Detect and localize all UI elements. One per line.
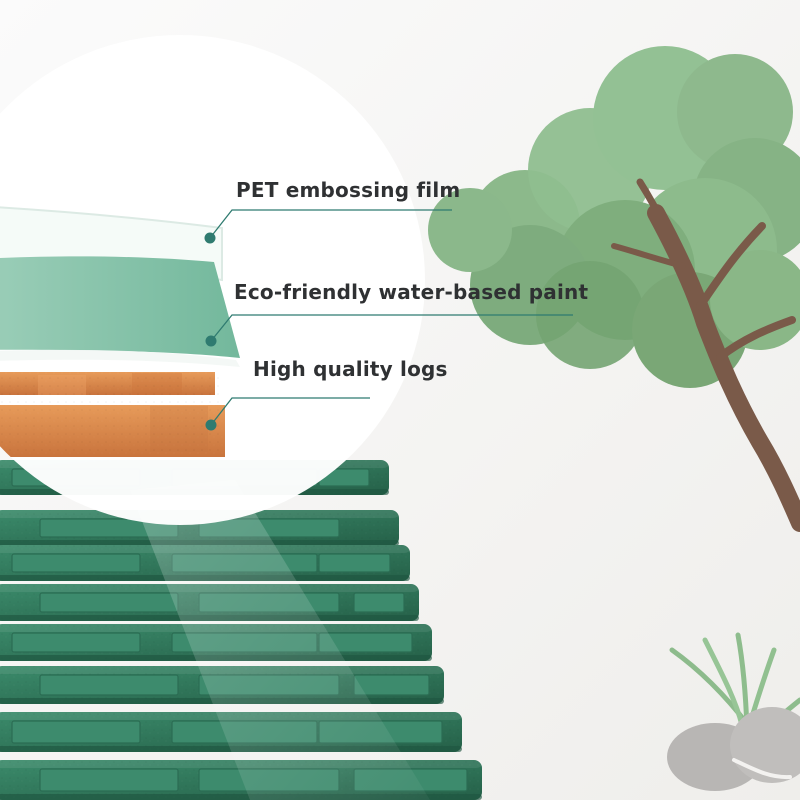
brick-relief xyxy=(11,632,141,653)
brick-relief xyxy=(11,720,141,744)
paint-label: Eco-friendly water-based paint xyxy=(234,280,589,304)
stone-illustration xyxy=(667,707,800,791)
paint-leader-line xyxy=(210,314,573,342)
callout-lines xyxy=(204,209,573,431)
circle-dot-icon xyxy=(205,419,217,431)
brick-relief xyxy=(353,592,405,613)
brick-relief xyxy=(39,592,179,613)
logs-label: High quality logs xyxy=(253,357,448,381)
brick-relief xyxy=(353,674,430,696)
ground-decoration xyxy=(667,632,800,791)
tree-illustration xyxy=(428,46,800,532)
magnifier-bubble xyxy=(0,35,425,525)
brick-relief xyxy=(11,553,141,573)
pet-film-leader-line xyxy=(209,209,452,239)
paint-layer xyxy=(0,256,240,358)
magnifier-light-beam xyxy=(130,480,430,800)
brick-relief xyxy=(318,553,391,573)
circle-dot-icon xyxy=(205,335,217,347)
logs-leader-line xyxy=(210,397,370,426)
brick-relief xyxy=(39,674,179,696)
pet-film-label: PET embossing film xyxy=(236,178,461,202)
brick-relief xyxy=(39,768,179,792)
circle-dot-icon xyxy=(204,232,216,244)
